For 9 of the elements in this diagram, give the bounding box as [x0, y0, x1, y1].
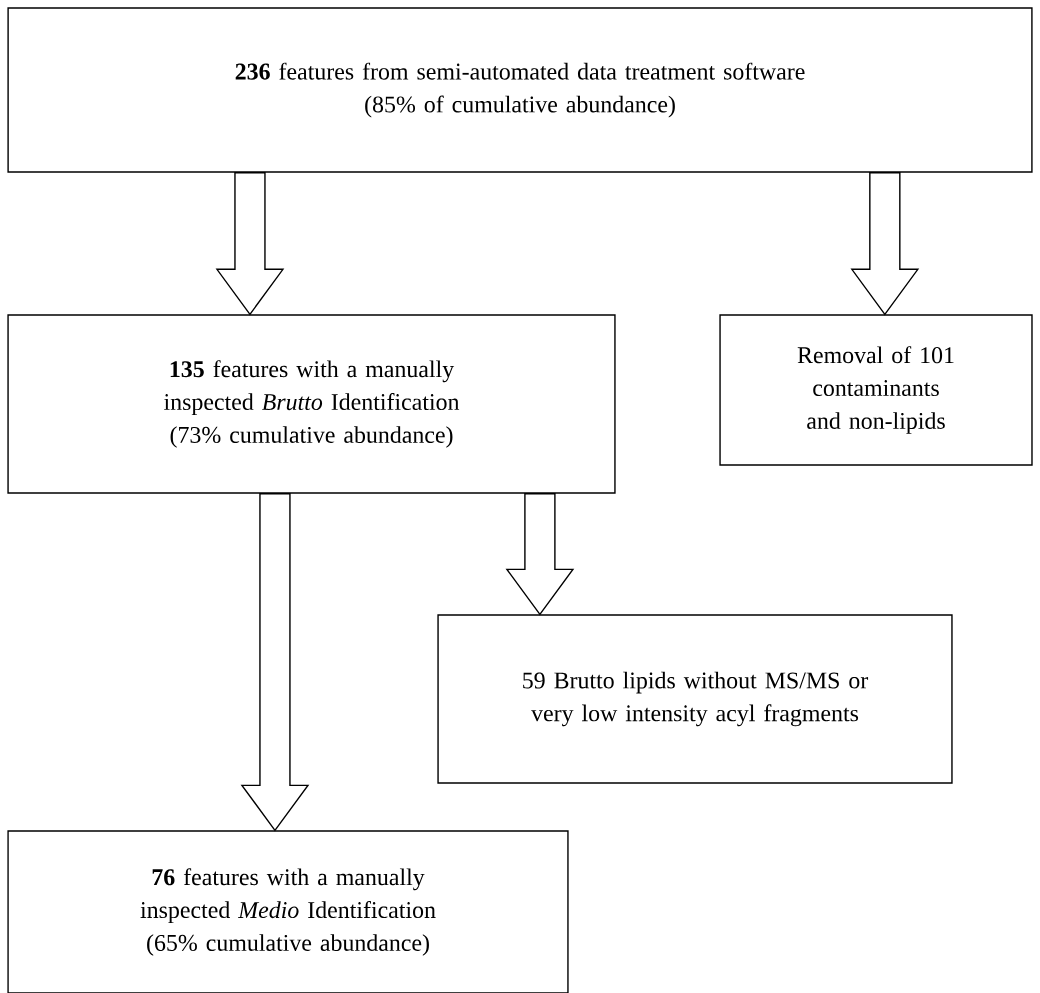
process-box: 236 features from semi-automated data treatment software (85% of cumulative abundance)	[7, 7, 1033, 173]
process-box: 135 features with a manually inspected Brutto Identification (73% cumulative abundance)	[7, 314, 616, 494]
block-arrow	[850, 171, 920, 316]
block-arrow	[240, 493, 310, 832]
process-box: 76 features with a manually inspected Medio Identification (65% cumulative abundance)	[7, 830, 569, 993]
block-arrow	[215, 171, 285, 316]
process-box: 59 Brutto lipids without MS/MS or very low intensity acyl fragments	[437, 614, 953, 784]
block-arrow	[505, 493, 575, 616]
process-box: Removal of 101 contaminants and non-lipids	[719, 314, 1033, 466]
